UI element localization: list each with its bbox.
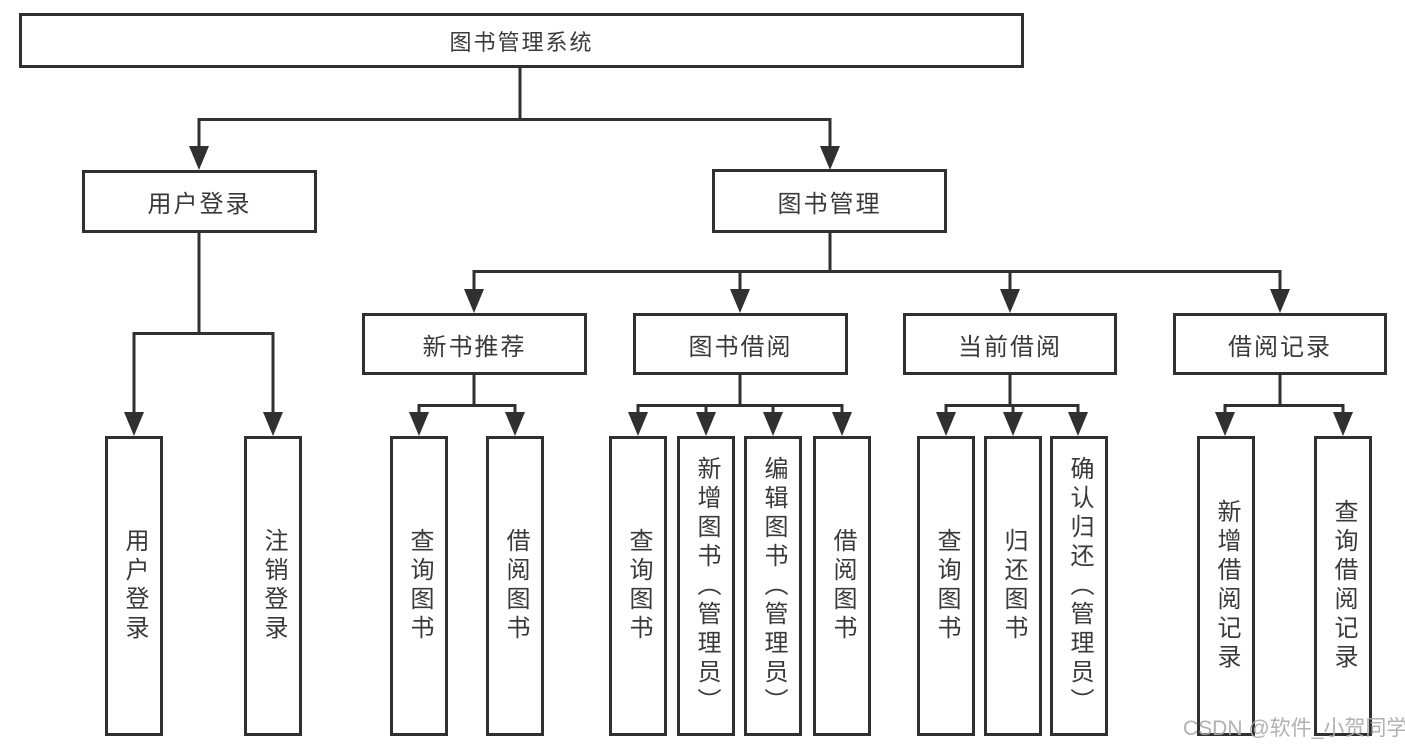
leaf-label: 查询图书	[625, 528, 652, 644]
leaf-label: 查询图书	[933, 528, 960, 644]
leaf-query-books-current: 查询图书	[917, 436, 975, 736]
leaf-return-books: 归还图书	[984, 436, 1042, 736]
node-user-login: 用户登录	[82, 170, 317, 233]
node-current-borrowing: 当前借阅	[903, 313, 1117, 375]
leaf-label: 借阅图书	[502, 528, 529, 644]
leaf-add-borrow-record: 新增借阅记录	[1197, 436, 1255, 736]
node-new-book-recommendation: 新书推荐	[362, 313, 587, 375]
leaf-label: 注销登录	[260, 528, 287, 644]
leaf-add-books-admin: 新增图书（管理员）	[677, 436, 735, 736]
leaf-label: 借阅图书	[829, 528, 856, 644]
leaf-label: 编辑图书（管理员）	[760, 455, 787, 717]
node-book-borrowing: 图书借阅	[633, 313, 848, 375]
leaf-label: 用户登录	[121, 528, 148, 644]
leaf-borrow-books-rec: 借阅图书	[486, 436, 544, 736]
leaf-edit-books-admin: 编辑图书（管理员）	[744, 436, 802, 736]
leaf-confirm-return-admin: 确认归还（管理员）	[1050, 436, 1108, 736]
leaf-label: 确认归还（管理员）	[1066, 455, 1093, 717]
leaf-label: 新增图书（管理员）	[693, 455, 720, 717]
leaf-logout: 注销登录	[244, 436, 302, 736]
node-root: 图书管理系统	[19, 13, 1024, 68]
node-borrowing-records: 借阅记录	[1173, 313, 1387, 375]
csdn-watermark: CSDN @软件_小贺同学	[1183, 717, 1405, 740]
leaf-query-books-borrowing: 查询图书	[609, 436, 667, 736]
leaf-label: 归还图书	[1000, 528, 1027, 644]
leaf-label: 新增借阅记录	[1213, 499, 1240, 673]
leaf-label: 查询图书	[406, 528, 433, 644]
leaf-user-login: 用户登录	[105, 436, 163, 736]
node-book-management: 图书管理	[712, 169, 947, 233]
leaf-label: 查询借阅记录	[1330, 499, 1357, 673]
leaf-query-books-rec: 查询图书	[390, 436, 448, 736]
leaf-query-borrow-record: 查询借阅记录	[1314, 436, 1372, 736]
leaf-borrow-books: 借阅图书	[813, 436, 871, 736]
